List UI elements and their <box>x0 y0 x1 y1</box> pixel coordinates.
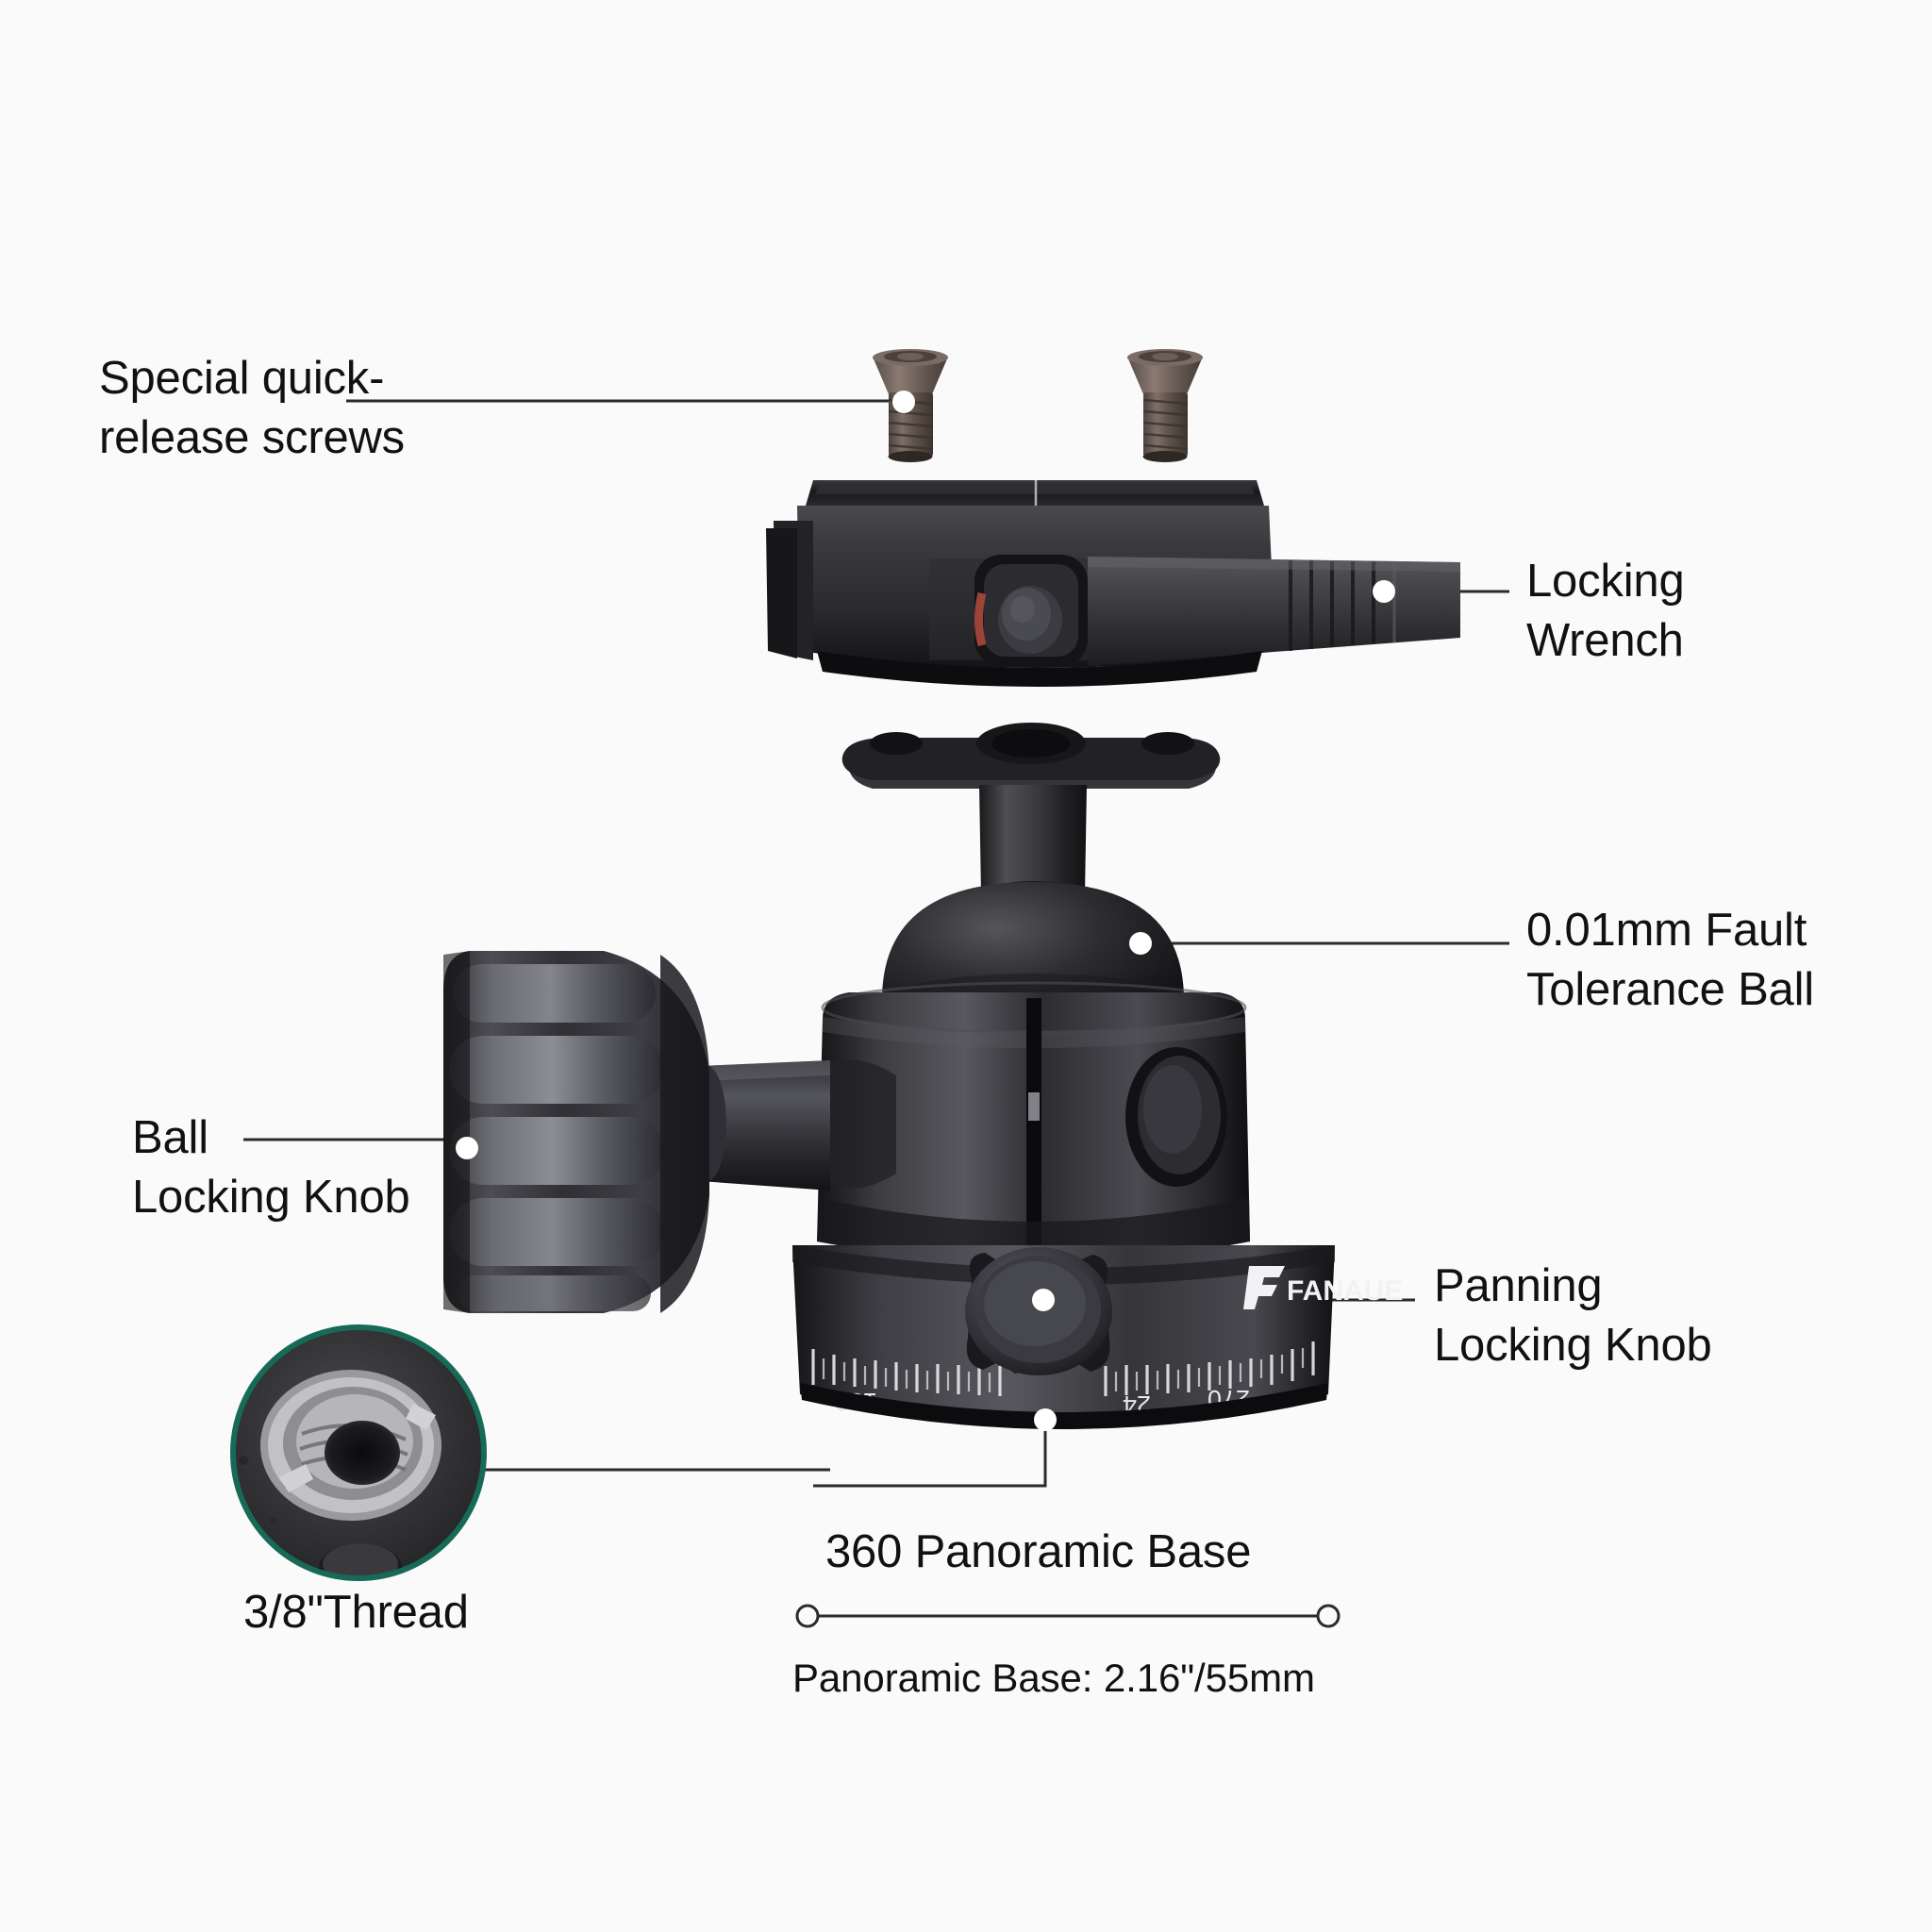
callout-dot-ball <box>1129 932 1152 955</box>
ball-housing-assembly <box>817 981 1250 1262</box>
ball-stem-assembly <box>841 723 1221 1036</box>
callout-label-locking-wrench: Locking Wrench <box>1526 556 1685 666</box>
callout-dot-pan-knob <box>1032 1289 1055 1311</box>
dimension-endcap-right <box>1316 1604 1341 1628</box>
knob-grip-ribs <box>449 964 664 1311</box>
wrench-grip-ribs <box>1289 560 1375 651</box>
screw-left <box>873 349 948 462</box>
callout-label-panoramic-base: 360 Panoramic Base <box>825 1526 1252 1577</box>
callout-dot-wrench <box>1373 580 1395 603</box>
callout-dot-panoramic-base <box>1034 1408 1057 1431</box>
dimension-endcap-left <box>795 1604 820 1628</box>
quick-release-screws <box>873 349 1203 462</box>
callout-label-panning-locking-knob: Panning Locking Knob <box>1434 1260 1712 1371</box>
panning-locking-knob-assembly <box>965 1247 1112 1431</box>
screw-right <box>1127 349 1203 462</box>
dimension-line <box>795 1604 1341 1628</box>
brand-logo <box>1243 1266 1285 1309</box>
callout-label-special-quick-release-screws: Special quick- release screws <box>99 353 405 463</box>
callout-label-fault-tolerance-ball: 0.01mm Fault Tolerance Ball <box>1526 905 1814 1015</box>
callout-label-ball-locking-knob: Ball Locking Knob <box>132 1112 410 1223</box>
leader-panoramic-base <box>813 1426 1047 1488</box>
callout-label-thread: 3/8"Thread <box>243 1587 469 1638</box>
quick-release-clamp-assembly <box>766 480 1460 687</box>
callout-dot-screws <box>892 391 915 413</box>
dimension-label-panoramic-base: Panoramic Base: 2.16"/55mm <box>792 1656 1315 1700</box>
inset-ring <box>230 1324 487 1581</box>
ball-locking-knob-assembly <box>443 951 830 1313</box>
callout-dot-ball-knob <box>456 1137 478 1159</box>
thread-detail-inset <box>230 1324 487 1581</box>
brand-name: FANAUE <box>1287 1275 1403 1307</box>
